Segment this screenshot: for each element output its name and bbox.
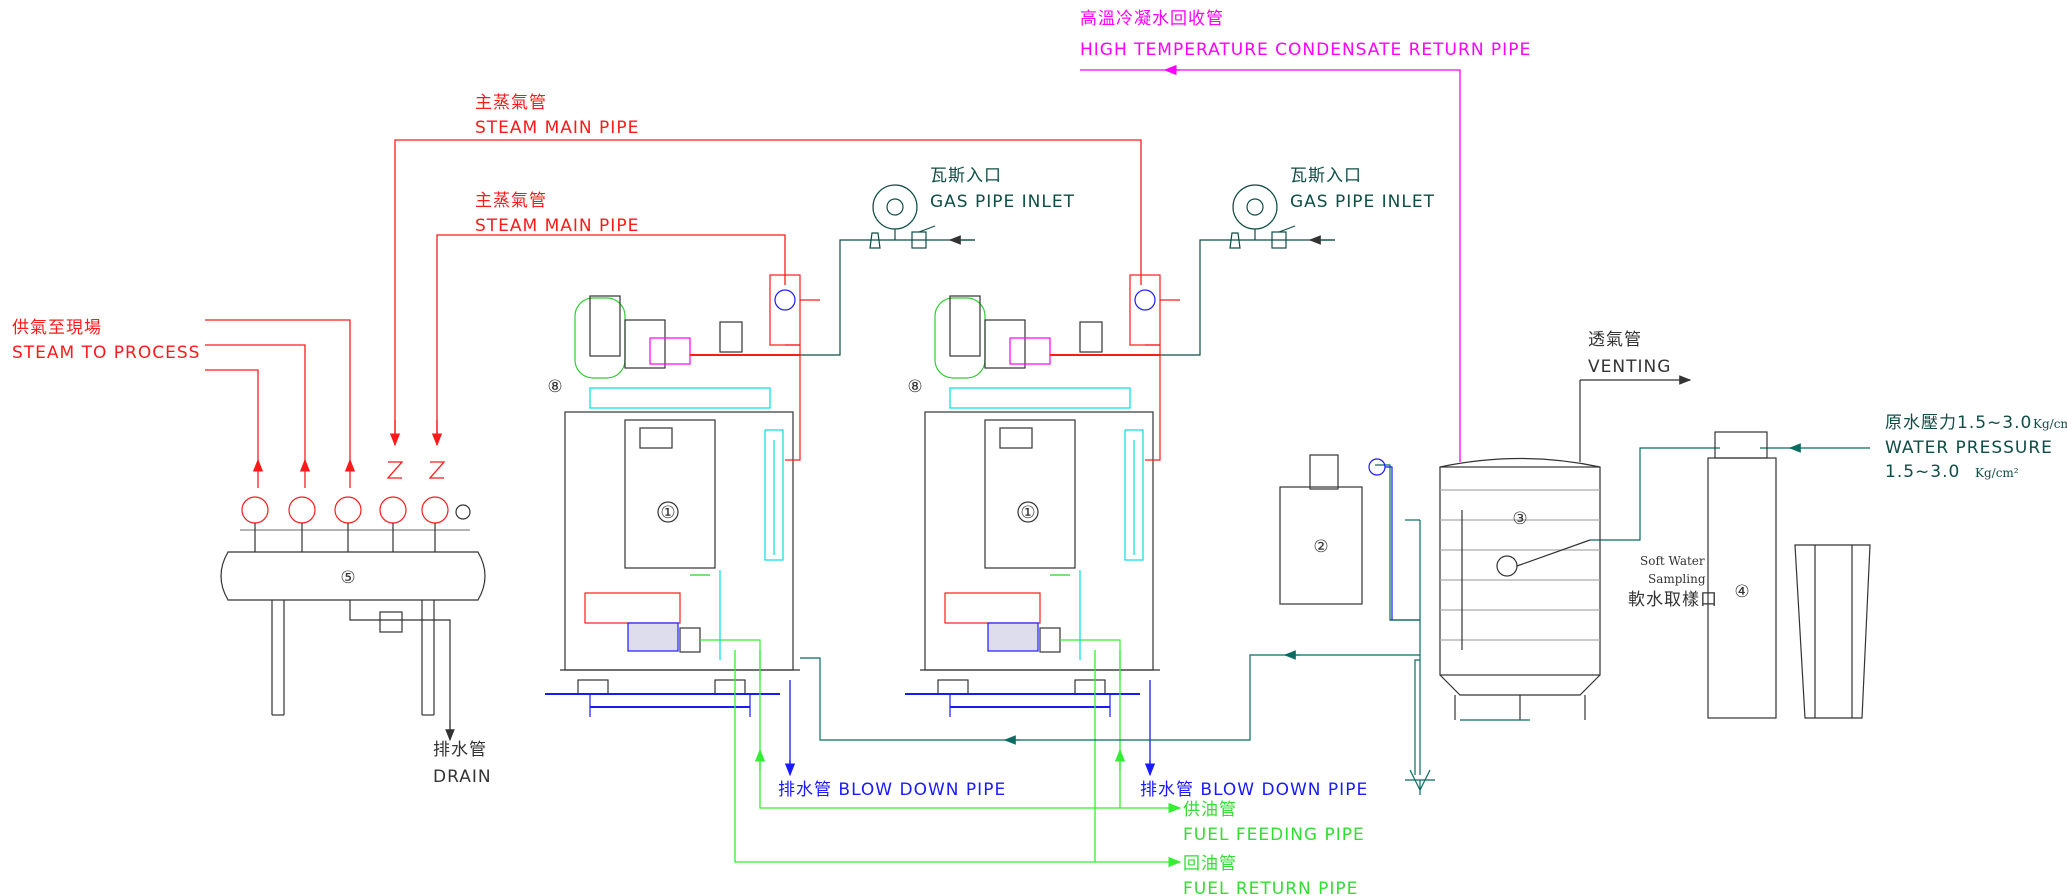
gas-labels: 瓦斯入口 GAS PIPE INLET 瓦斯入口 GAS PIPE INLET … <box>930 166 2067 482</box>
burner-1-number: ⑧ <box>547 377 562 397</box>
steam-header <box>220 496 486 742</box>
gas-2-zh: 瓦斯入口 <box>1290 166 1362 186</box>
gas-inlet-2 <box>1150 184 1335 356</box>
blowdown-labels: 排水管 BLOW DOWN PIPE 排水管 BLOW DOWN PIPE <box>778 780 1368 800</box>
condensate-return-pipe <box>1080 64 1461 462</box>
soft-water-en-1: Soft Water <box>1640 554 1705 568</box>
water-softener <box>1707 431 1871 719</box>
fuel-lines <box>734 650 1182 868</box>
blowdown-pipes <box>784 680 1156 777</box>
boiler-1-number: ① <box>660 503 675 523</box>
water-tank-number: ③ <box>1512 509 1527 529</box>
boiler-2 <box>905 274 1180 717</box>
gas-2-en: GAS PIPE INLET <box>1290 192 1435 212</box>
steam-main-2-zh: 主蒸氣管 <box>475 191 547 211</box>
chemical-dosing-tank <box>1279 454 1393 620</box>
process-label-en: STEAM TO PROCESS <box>12 343 200 363</box>
fuel-return-zh: 回油管 <box>1183 854 1237 874</box>
water-pressure-unit: Kg/cm² <box>1975 466 2019 480</box>
gas-1-en: GAS PIPE INLET <box>930 192 1075 212</box>
blowdown-1-label: 排水管 BLOW DOWN PIPE <box>778 780 1006 800</box>
steam-main-1-zh: 主蒸氣管 <box>475 93 547 113</box>
water-pressure-en: WATER PRESSURE <box>1885 438 2053 458</box>
raw-water-zh: 原水壓力1.5~3.0 <box>1885 413 2032 433</box>
burner-2-number: ⑧ <box>907 377 922 397</box>
steam-main-labels: 主蒸氣管 STEAM MAIN PIPE 主蒸氣管 STEAM MAIN PIP… <box>12 93 639 363</box>
gas-1-zh: 瓦斯入口 <box>930 166 1002 186</box>
process-label-zh: 供氣至現場 <box>12 318 102 338</box>
boiler-2-number: ① <box>1020 503 1035 523</box>
condensate-label-zh: 高溫冷凝水回收管 <box>1080 9 1224 29</box>
drain-en: DRAIN <box>433 767 492 787</box>
venting-en: VENTING <box>1588 357 1671 377</box>
fuel-return-en: FUEL RETURN PIPE <box>1183 879 1358 896</box>
equipment-numbers: ① ① ② ③ ④ ⑤ ⑧ ⑧ <box>340 377 1749 602</box>
fuel-feed-zh: 供油管 <box>1183 800 1237 820</box>
soft-water-zh: 軟水取樣口 <box>1628 590 1718 610</box>
header-number: ⑤ <box>340 568 355 588</box>
condensate-label-en: HIGH TEMPERATURE CONDENSATE RETURN PIPE <box>1080 40 1531 60</box>
raw-water-unit: Kg/cm² <box>2033 417 2067 431</box>
steam-main-2-en: STEAM MAIN PIPE <box>475 216 639 236</box>
chem-tank-number: ② <box>1313 537 1328 557</box>
tank-labels: 透氣管 VENTING Soft Water Sampling 軟水取樣口 排水… <box>433 330 1718 787</box>
gas-inlet-1 <box>790 184 975 356</box>
fuel-feed-en: FUEL FEEDING PIPE <box>1183 825 1365 845</box>
water-pressure-val: 1.5~3.0 <box>1885 462 1960 482</box>
steam-main-pipes <box>205 139 1142 488</box>
softener-number: ④ <box>1734 582 1749 602</box>
condensate-labels: 高溫冷凝水回收管 HIGH TEMPERATURE CONDENSATE RET… <box>1080 9 1531 60</box>
fuel-labels: 供油管 FUEL FEEDING PIPE 回油管 FUEL RETURN PI… <box>1183 800 1365 896</box>
drain-zh: 排水管 <box>433 740 487 760</box>
steam-main-1-en: STEAM MAIN PIPE <box>475 118 639 138</box>
venting-zh: 透氣管 <box>1588 330 1642 350</box>
boiler-1 <box>545 274 820 717</box>
blowdown-2-label: 排水管 BLOW DOWN PIPE <box>1140 780 1368 800</box>
feedwater-pipes <box>800 375 1870 795</box>
soft-water-tank <box>1439 457 1601 721</box>
soft-water-en-2: Sampling <box>1648 572 1706 586</box>
